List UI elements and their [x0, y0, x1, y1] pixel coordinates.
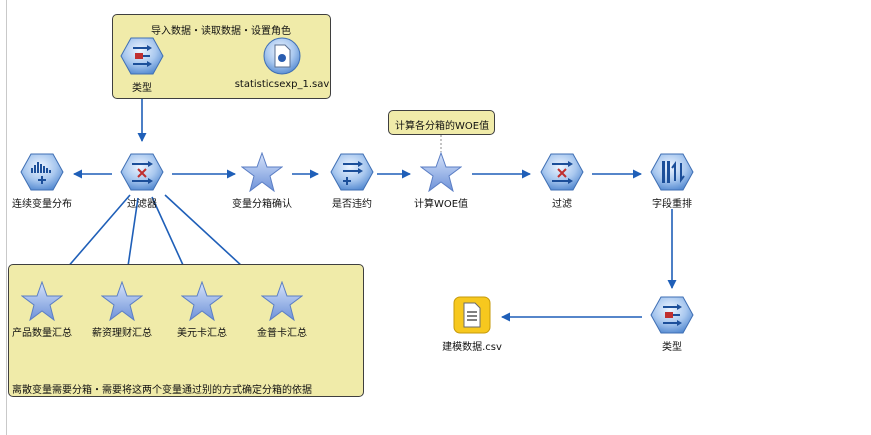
node-label: 美元卡汇总 — [177, 328, 227, 339]
filter-node-icon — [540, 153, 584, 191]
supernode-star-icon — [261, 281, 303, 321]
node-continuous-distribution[interactable]: 连续变量分布 — [0, 152, 97, 210]
node-label: 过滤器 — [127, 199, 157, 210]
node-usd-summary[interactable]: 美元卡汇总 — [147, 281, 257, 339]
type-node-icon — [120, 37, 164, 75]
comment-woe-text: 计算各分箱的WOE值 — [395, 121, 490, 132]
node-bin-confirm[interactable]: 变量分箱确认 — [207, 152, 317, 210]
node-gold-summary[interactable]: 金普卡汇总 — [227, 281, 337, 339]
node-type-top[interactable]: 类型 — [87, 36, 197, 94]
field-reorder-icon — [650, 153, 694, 191]
node-label: 类型 — [662, 342, 682, 353]
comment-discrete-binning[interactable]: 离散变量需要分箱・需要将这两个变量通过别的方式确定分箱的依据 — [8, 264, 364, 397]
node-label: 过滤 — [552, 199, 572, 210]
node-label: 薪资理财汇总 — [92, 328, 152, 339]
supernode-star-icon — [241, 152, 283, 192]
node-filter-main[interactable]: 过滤器 — [87, 152, 197, 210]
spss-file-source-icon — [263, 37, 301, 75]
filter-node-icon — [120, 153, 164, 191]
link-filter-to-product — [59, 194, 131, 277]
histogram-node-icon — [20, 153, 64, 191]
node-label: 类型 — [132, 83, 152, 94]
link-filter-to-usd — [151, 196, 189, 277]
canvas-left-border — [6, 0, 7, 435]
node-label: 产品数量汇总 — [12, 328, 72, 339]
node-model-csv[interactable]: 建模数据.csv — [417, 295, 527, 353]
node-label: 变量分箱确认 — [232, 199, 292, 210]
node-salary-summary[interactable]: 薪资理财汇总 — [67, 281, 177, 339]
comment-discrete-text: 离散变量需要分箱・需要将这两个变量通过别的方式确定分箱的依据 — [12, 385, 312, 396]
node-type-bottom[interactable]: 类型 — [617, 295, 727, 353]
connector-lines — [59, 51, 677, 322]
node-label: 连续变量分布 — [12, 199, 72, 210]
node-field-reorder[interactable]: 字段重排 — [617, 152, 727, 210]
node-label: 计算WOE值 — [413, 199, 469, 210]
node-label: 建模数据.csv — [442, 342, 502, 353]
link-filter-to-salary — [123, 197, 139, 274]
node-label: 字段重排 — [652, 199, 692, 210]
node-statistics-source[interactable]: statisticsexp_1.sav — [227, 36, 337, 90]
node-is-default[interactable]: 是否违约 — [297, 152, 407, 210]
supernode-star-icon — [101, 281, 143, 321]
type-node-icon — [650, 296, 694, 334]
supernode-star-icon — [420, 152, 462, 192]
comment-import-text: 导入数据・读取数据・设置角色 — [151, 26, 291, 37]
node-woe-calc[interactable]: 计算WOE值 — [386, 152, 496, 210]
node-label: statisticsexp_1.sav — [234, 79, 330, 90]
node-filter-2[interactable]: 过滤 — [507, 152, 617, 210]
derive-node-icon — [330, 153, 374, 191]
node-label: 是否违约 — [332, 199, 372, 210]
node-product-summary[interactable]: 产品数量汇总 — [0, 281, 97, 339]
comment-woe[interactable]: 计算各分箱的WOE值 — [388, 110, 495, 135]
supernode-star-icon — [21, 281, 63, 321]
supernode-star-icon — [181, 281, 223, 321]
flat-file-export-icon — [453, 296, 491, 334]
node-label: 金普卡汇总 — [257, 328, 307, 339]
